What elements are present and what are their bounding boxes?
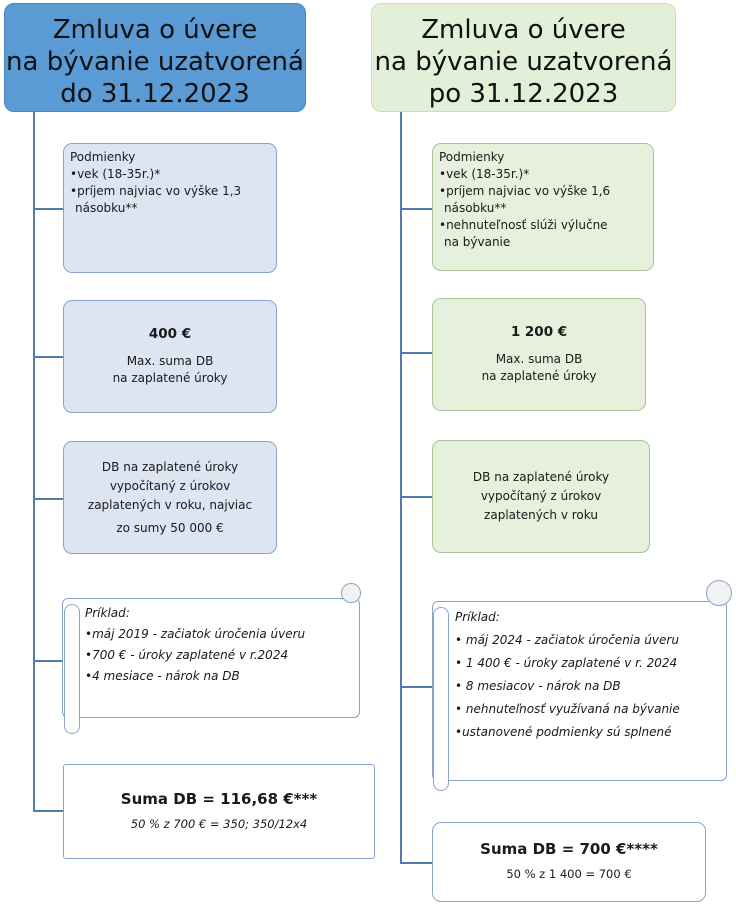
right-branch-sum — [400, 862, 432, 864]
left-trunk-line — [33, 112, 35, 812]
right-max-box: 1 200 € Max. suma DB na zaplatené úroky — [432, 298, 646, 411]
right-max-amount: 1 200 € — [510, 324, 568, 340]
right-sum-box: Suma DB = 700 €**** 50 % z 1 400 = 700 € — [432, 822, 706, 902]
left-scroll-rod-icon — [64, 604, 80, 734]
right-header-line-3: po 31.12.2023 — [428, 79, 619, 109]
right-example-item-4: • nehnuteľnosť využívaná na bývanie — [455, 702, 680, 716]
right-example-item-2: • 1 400 € - úroky zaplatené v r. 2024 — [455, 656, 678, 670]
right-calc-line-1: DB na zaplatené úroky — [472, 470, 610, 484]
left-header: Zmluva o úvere na bývanie uzatvorená do … — [4, 3, 306, 112]
right-conditions-item-3: násobku** — [444, 201, 507, 215]
right-max-line-2: na zaplatené úroky — [481, 369, 597, 383]
right-scroll-curl-icon — [706, 580, 732, 606]
right-header-line-2: na bývanie uzatvorená — [374, 47, 673, 77]
left-header-line-3: do 31.12.2023 — [60, 79, 250, 109]
left-calc-line-3: zaplatených v roku, najviac — [87, 497, 253, 512]
left-max-line-1: Max. suma DB — [126, 354, 214, 368]
left-max-box: 400 € Max. suma DB na zaplatené úroky — [63, 300, 277, 413]
left-branch-example — [33, 660, 63, 662]
left-calc-line-2: vypočítaný z úrokov — [109, 478, 231, 493]
right-example-item-1: • máj 2024 - začiatok úročenia úveru — [455, 633, 679, 647]
right-calc-line-3: zaplatených v roku — [484, 508, 598, 522]
right-branch-max — [400, 352, 432, 354]
left-sum-calc: 50 % z 700 € = 350; 350/12x4 — [130, 816, 308, 831]
left-branch-sum — [33, 810, 63, 812]
right-conditions-item-2: •príjem najviac vo výške 1,6 — [439, 184, 611, 198]
right-branch-example — [400, 686, 432, 688]
left-max-line-2: na zaplatené úroky — [112, 371, 228, 385]
left-example-scroll: Príklad: •máj 2019 - začiatok úročenia ú… — [62, 598, 360, 718]
left-example-title: Príklad: — [85, 606, 130, 620]
left-sum-title: Suma DB = 116,68 €*** — [120, 789, 318, 808]
right-example-item-5: •ustanovené podmienky sú splnené — [455, 725, 672, 739]
left-example-item-3: •4 mesiace - nárok na DB — [85, 669, 240, 683]
right-branch-calc — [400, 496, 432, 498]
right-example-title: Príklad: — [455, 610, 500, 624]
left-calc-box: DB na zaplatené úroky vypočítaný z úroko… — [63, 441, 277, 554]
left-branch-calc — [33, 498, 63, 500]
right-calc-line-2: vypočítaný z úrokov — [480, 489, 602, 503]
right-branch-conditions — [400, 208, 432, 210]
right-header: Zmluva o úvere na bývanie uzatvorená po … — [371, 3, 676, 112]
right-scroll-rod-icon — [433, 607, 449, 791]
right-max-line-1: Max. suma DB — [495, 352, 583, 366]
left-conditions-title: Podmienky — [70, 150, 136, 164]
right-trunk-line — [400, 112, 402, 864]
left-calc-line-1: DB na zaplatené úroky — [101, 459, 239, 474]
left-conditions-item-2: •príjem najviac vo výške 1,3 — [70, 184, 242, 198]
left-example-item-2: •700 € - úroky zaplatené v r.2024 — [85, 648, 289, 662]
left-max-amount: 400 € — [148, 326, 192, 342]
right-conditions-item-4: •nehnuteľnosť slúži výlučne — [439, 218, 608, 232]
left-branch-conditions — [33, 208, 63, 210]
left-header-line-2: na bývanie uzatvorená — [6, 47, 304, 77]
left-scroll-curl-icon — [341, 583, 361, 603]
left-example-item-1: •máj 2019 - začiatok úročenia úveru — [85, 627, 306, 641]
left-conditions-item-1: •vek (18-35r.)* — [70, 167, 161, 181]
right-sum-calc: 50 % z 1 400 = 700 € — [506, 867, 632, 881]
left-conditions-item-3: násobku** — [75, 201, 138, 215]
right-example-scroll: Príklad: • máj 2024 - začiatok úročenia … — [432, 601, 727, 781]
left-sum-box: Suma DB = 116,68 €*** 50 % z 700 € = 350… — [63, 764, 375, 859]
right-header-line-1: Zmluva o úvere — [421, 15, 626, 45]
left-conditions-box: Podmienky •vek (18-35r.)* •príjem najvia… — [63, 143, 277, 273]
right-conditions-item-5: na bývanie — [444, 235, 511, 249]
right-sum-title: Suma DB = 700 €**** — [480, 840, 658, 858]
left-calc-line-4: zo sumy 50 000 € — [116, 520, 224, 535]
left-branch-max — [33, 356, 63, 358]
left-header-line-1: Zmluva o úvere — [52, 15, 258, 45]
right-conditions-box: Podmienky •vek (18-35r.)* •príjem najvia… — [432, 143, 654, 271]
right-conditions-title: Podmienky — [439, 150, 505, 164]
right-example-item-3: • 8 mesiacov - nárok na DB — [455, 679, 621, 693]
right-conditions-item-1: •vek (18-35r.)* — [439, 167, 530, 181]
right-calc-box: DB na zaplatené úroky vypočítaný z úroko… — [432, 440, 650, 553]
